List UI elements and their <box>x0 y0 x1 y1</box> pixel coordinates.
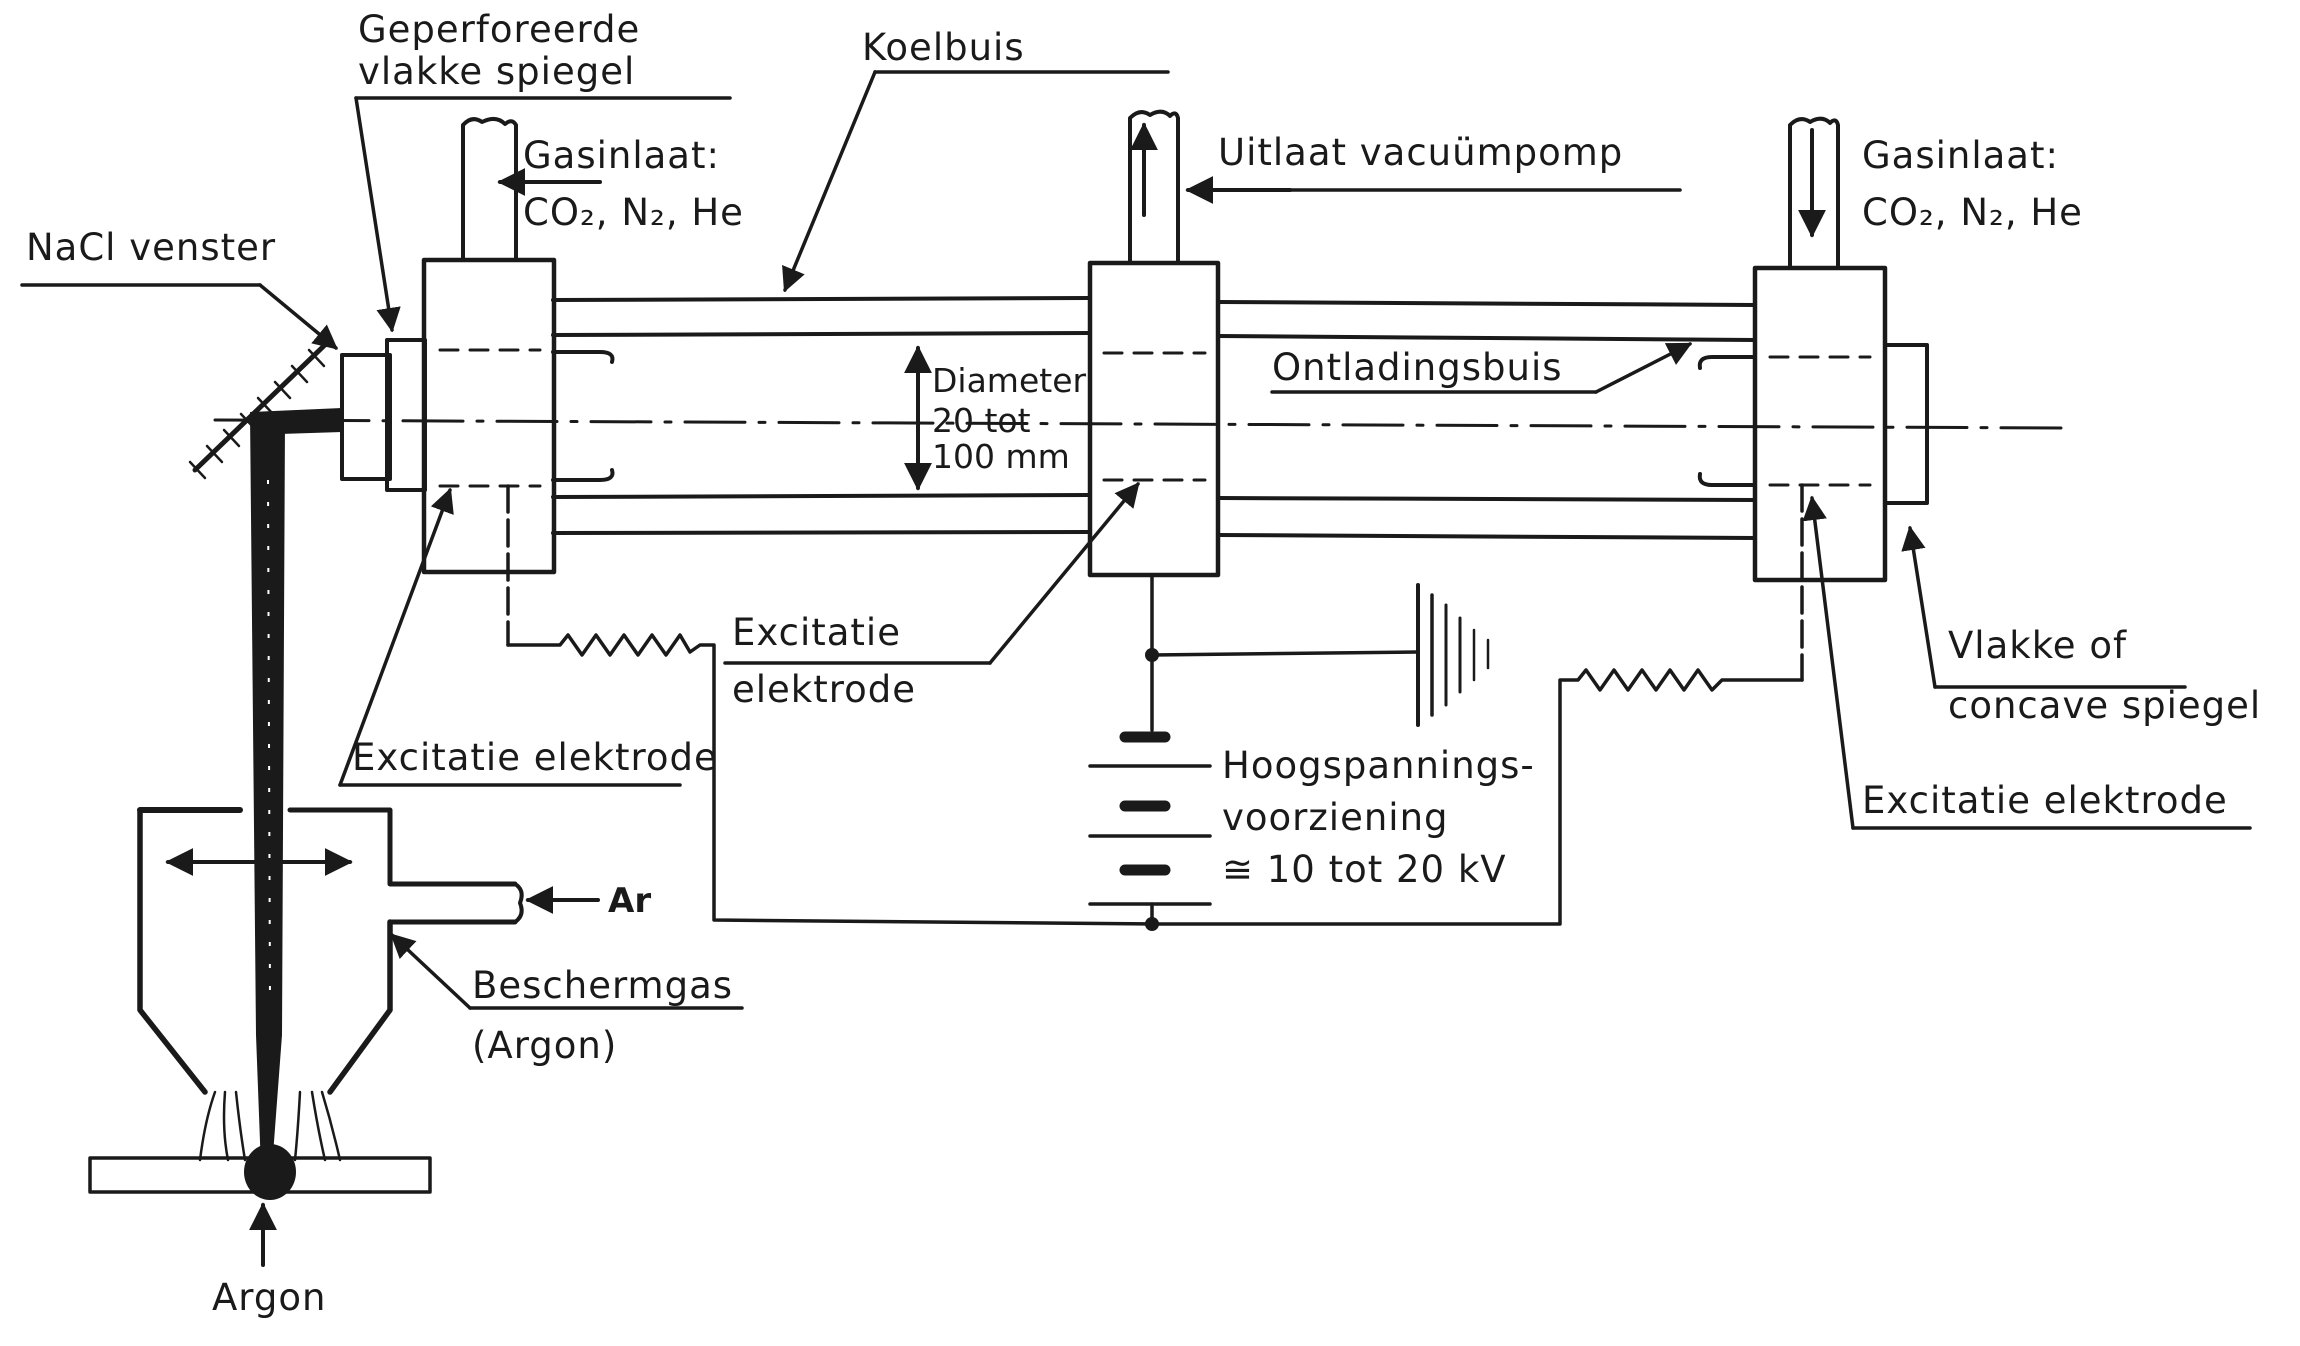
label-vacuum-outlet: Uitlaat vacuümpomp <box>1218 131 1623 174</box>
flat-or-concave-mirror <box>1883 343 1929 505</box>
label-hv-1: Hoogspannings- <box>1222 744 1535 787</box>
label-gas-inlet-left-2: CO₂, N₂, He <box>523 191 744 234</box>
label-excitation-mid-2: elektrode <box>732 668 916 711</box>
label-argon: Argon <box>212 1276 326 1319</box>
label-flat-concave-2: concave spiegel <box>1948 684 2261 727</box>
label-hv-2: voorziening <box>1222 796 1449 839</box>
label-cooling-tube: Koelbuis <box>862 26 1025 69</box>
label-hv-3: ≅ 10 tot 20 kV <box>1222 848 1507 891</box>
label-gas-inlet-right-1: Gasinlaat: <box>1862 134 2059 177</box>
label-diameter-3: 100 mm <box>932 437 1070 476</box>
gas-inlet-pipe-left <box>461 117 602 262</box>
label-excitation-mid-1: Excitatie <box>732 611 901 654</box>
labels: Geperforeerde vlakke spiegel Koelbuis Ga… <box>26 8 2261 1319</box>
label-nacl-window: NaCl venster <box>26 226 276 269</box>
perforated-flat-mirror <box>385 338 427 492</box>
right-flange-block <box>1697 265 1888 682</box>
label-gas-inlet-right-2: CO₂, N₂, He <box>1862 191 2083 234</box>
label-excitation-left: Excitatie elektrode <box>352 736 718 779</box>
label-gas-inlet-left-1: Gasinlaat: <box>523 134 720 177</box>
label-excitation-right: Excitatie elektrode <box>1862 779 2228 822</box>
laser-beam <box>250 408 342 1195</box>
workpiece <box>88 1144 432 1267</box>
gas-inlet-pipe-right <box>1788 116 1840 270</box>
left-flange-block <box>421 257 615 647</box>
label-diameter-1: Diameter <box>932 361 1086 400</box>
label-perforated-mirror-1: Geperforeerde <box>358 8 640 51</box>
nacl-window <box>340 353 392 481</box>
label-perforated-mirror-2: vlakke spiegel <box>358 50 635 93</box>
label-ar: Ar <box>608 881 651 921</box>
leader-lines <box>20 70 2252 1010</box>
label-shield-gas-1: Beschermgas <box>472 964 733 1007</box>
label-flat-concave-1: Vlakke of <box>1948 624 2127 667</box>
label-shield-gas-2: (Argon) <box>472 1024 617 1067</box>
optical-axis <box>213 418 2072 430</box>
circuit <box>506 573 1804 931</box>
welding-nozzle <box>137 807 524 1162</box>
label-discharge-tube: Ontladingsbuis <box>1272 346 1563 389</box>
middle-flange-block <box>1087 260 1221 578</box>
cooling-tube <box>551 296 1757 540</box>
label-diameter-2: 20 tot <box>932 401 1031 440</box>
